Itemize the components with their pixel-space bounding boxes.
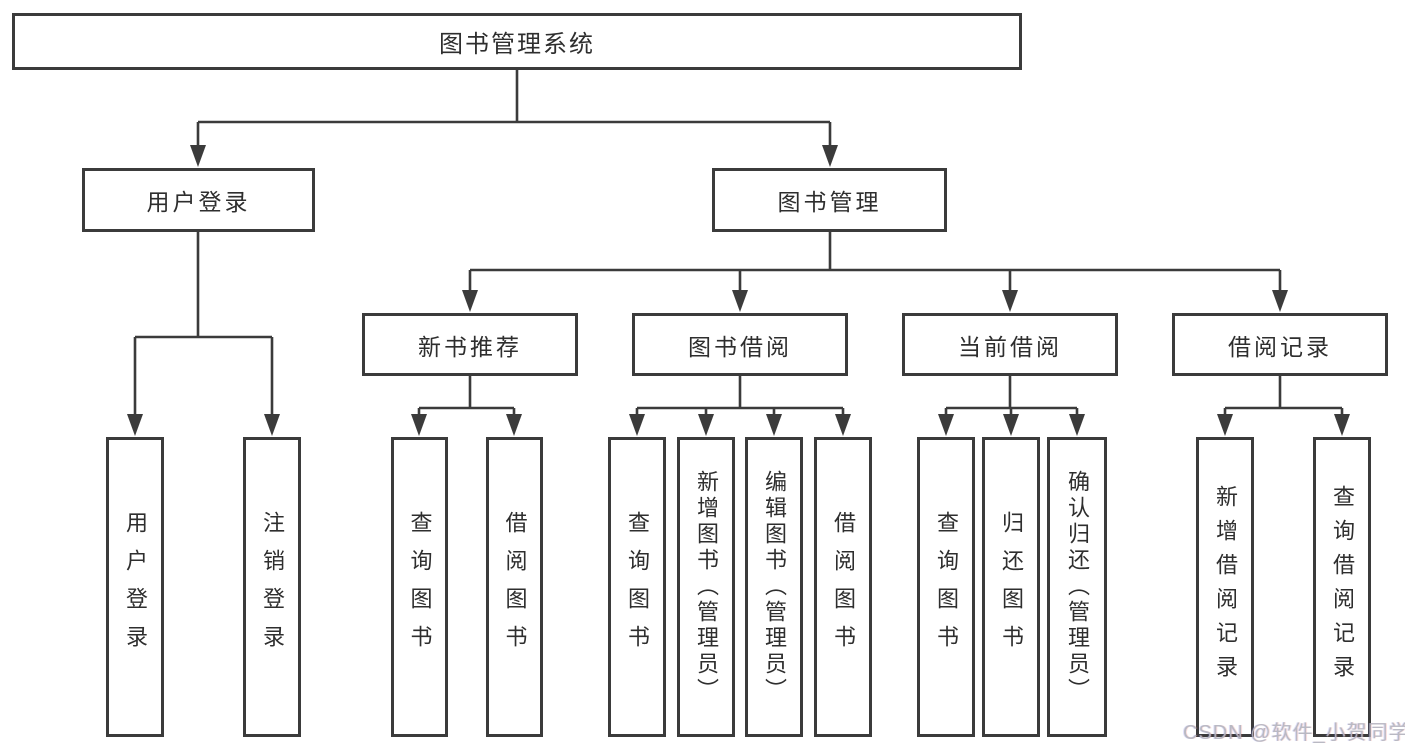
node-borrow-records: 借阅记录 (1172, 313, 1388, 376)
node-library-management-system: 图书管理系统 (12, 13, 1022, 70)
node-leaf-borrow-books: 借阅图书 (814, 437, 872, 737)
node-leaf-query-borrow-record: 查询借阅记录 (1313, 437, 1371, 737)
node-leaf-return-book: 归还图书 (982, 437, 1040, 737)
node-book-borrow: 图书借阅 (632, 313, 848, 376)
node-leaf-user-login: 用户登录 (106, 437, 164, 737)
node-new-book-recommend: 新书推荐 (362, 313, 578, 376)
node-leaf-add-book-admin: 新增图书（管理员） (677, 437, 735, 737)
node-user-login: 用户登录 (82, 168, 315, 232)
arrowhead-icons (127, 145, 1350, 436)
node-current-borrow: 当前借阅 (902, 313, 1118, 376)
node-leaf-query-books-recommend: 查询图书 (391, 437, 448, 737)
node-leaf-add-borrow-record: 新增借阅记录 (1196, 437, 1254, 737)
node-leaf-logout: 注销登录 (243, 437, 301, 737)
node-leaf-confirm-return-admin: 确认归还（管理员） (1047, 437, 1107, 737)
connector-lines (133, 70, 1344, 420)
node-leaf-edit-book-admin: 编辑图书（管理员） (745, 437, 803, 737)
node-leaf-query-books-borrow: 查询图书 (608, 437, 666, 737)
csdn-watermark: CSDN @软件_小贺同学 (1183, 722, 1405, 744)
node-leaf-borrow-books-recommend: 借阅图书 (486, 437, 543, 737)
node-book-management: 图书管理 (712, 168, 947, 232)
node-leaf-query-books-current: 查询图书 (917, 437, 975, 737)
